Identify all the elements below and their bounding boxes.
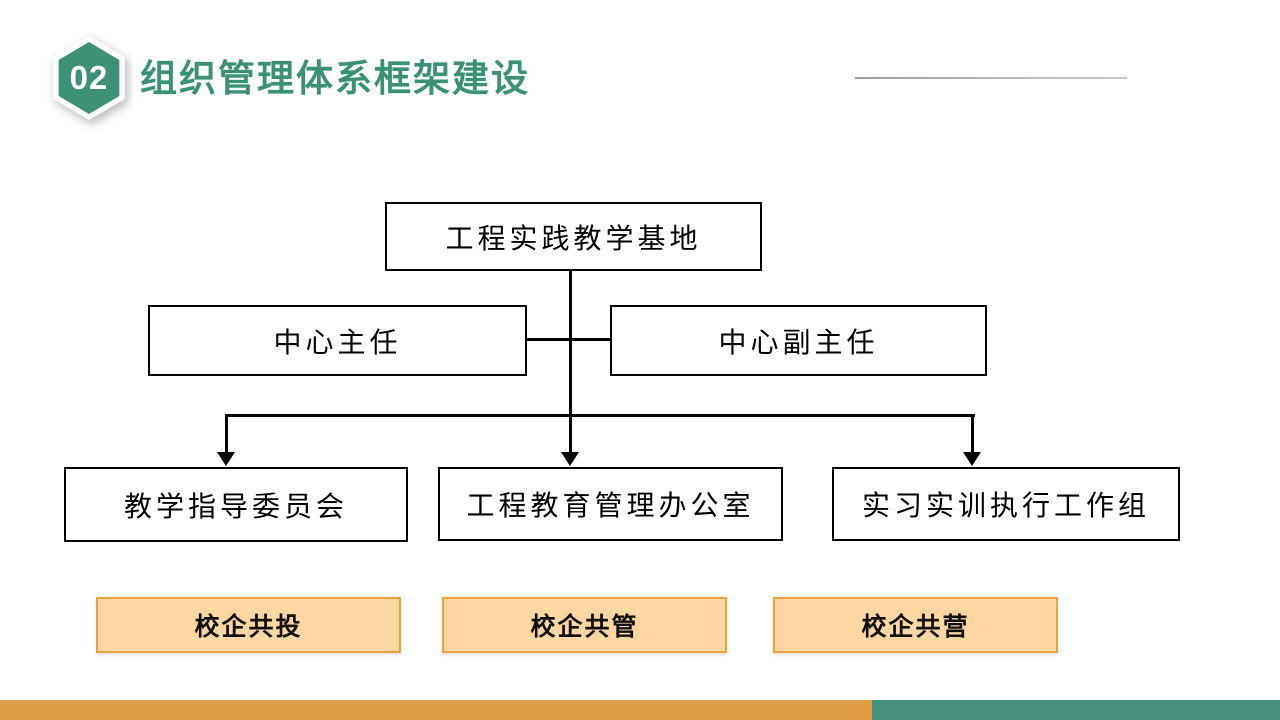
header-divider-line — [855, 77, 1127, 79]
tag-joint-operation: 校企共营 — [773, 597, 1058, 653]
connector-root-vertical — [569, 271, 572, 417]
connector-drop-center — [569, 414, 572, 453]
section-number-badge: 02 — [50, 36, 128, 120]
connector-drop-right — [971, 414, 974, 453]
org-node-director: 中心主任 — [148, 305, 527, 376]
bottom-bar-green-segment — [872, 700, 1280, 720]
bottom-bar-orange-segment — [0, 700, 872, 720]
org-node-management-office: 工程教育管理办公室 — [438, 467, 783, 541]
arrow-down-right-icon — [963, 452, 981, 466]
tag-joint-investment: 校企共投 — [96, 597, 401, 653]
slide-title: 组织管理体系框架建设 — [140, 58, 530, 99]
arrow-down-center-icon — [561, 452, 579, 466]
org-node-root: 工程实践教学基地 — [385, 202, 762, 271]
arrow-down-left-icon — [217, 452, 235, 466]
org-node-deputy-director: 中心副主任 — [610, 305, 987, 376]
section-number: 02 — [69, 59, 109, 96]
connector-drop-left — [225, 414, 228, 453]
connector-distribution-horizontal — [225, 414, 975, 417]
org-node-training-workgroup: 实习实训执行工作组 — [832, 467, 1180, 541]
org-node-teaching-committee: 教学指导委员会 — [64, 467, 408, 542]
hexagon-outer-shape: 02 — [53, 36, 125, 120]
hexagon-icon: 02 — [58, 42, 120, 114]
tag-joint-management: 校企共管 — [442, 597, 727, 653]
connector-level2-horizontal — [527, 338, 610, 341]
